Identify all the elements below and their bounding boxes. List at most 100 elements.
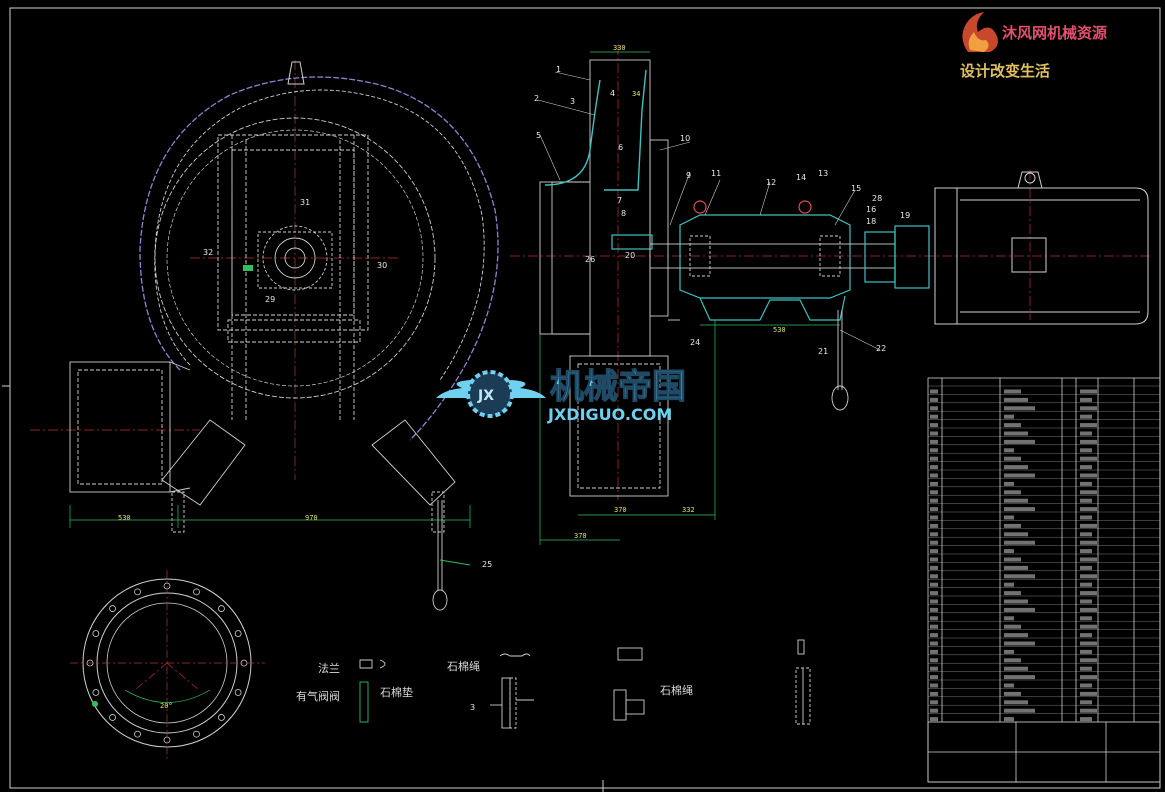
site-logo: 沐风网机械资源 设计改变生活 <box>960 12 1107 80</box>
note-asbestos-rope-2: 石棉绳 <box>660 683 693 697</box>
dim-label-side-4: 370 <box>614 506 627 514</box>
table-cell-text <box>1080 498 1092 503</box>
part-label-2: 2 <box>534 94 539 103</box>
shaft-hub <box>257 225 333 291</box>
hub-green-mark <box>243 265 253 271</box>
table-cell-text <box>1004 473 1035 478</box>
volute-casing-inner <box>154 89 485 381</box>
table-cell-text <box>1080 557 1097 562</box>
table-cell-text <box>1004 490 1021 495</box>
table-cell-text <box>1004 700 1028 705</box>
table-cell-text <box>930 523 938 528</box>
note-flange: 法兰 <box>318 661 340 675</box>
bolt-hole <box>109 714 116 721</box>
table-cell-text <box>930 649 938 654</box>
side-view-centerlines <box>510 45 1150 500</box>
front-view: 530 970 31 32 30 29 25 <box>30 60 499 611</box>
table-cell-text <box>1004 683 1014 688</box>
table-cell-text <box>1080 439 1097 444</box>
table-cell-text <box>930 414 938 419</box>
table-cell-text <box>1004 481 1014 486</box>
table-cell-text <box>1080 490 1097 495</box>
table-cell-text <box>1004 691 1021 696</box>
bolt-hole <box>134 730 141 738</box>
outlet-duct <box>69 361 191 493</box>
flange-marker-icon <box>92 701 98 707</box>
front-view-centerlines <box>30 60 400 480</box>
impeller-inlet-ring <box>154 117 436 399</box>
table-cell-text <box>930 582 938 587</box>
table-cell-text <box>1080 700 1092 705</box>
table-cell-text <box>1080 574 1097 579</box>
lifting-lug <box>287 61 305 85</box>
flame-logo-icon <box>962 12 998 52</box>
table-cell-text <box>1080 633 1092 638</box>
motor <box>934 171 1149 325</box>
table-cell-text <box>930 439 938 444</box>
bolt-hole <box>92 630 100 637</box>
impeller-inner-ring <box>166 129 424 387</box>
table-cell-text <box>930 406 938 411</box>
table-cell-text <box>1004 465 1028 470</box>
part-label-9: 9 <box>686 171 691 180</box>
impeller-blade-section <box>544 79 601 186</box>
table-cell-text <box>1004 397 1028 402</box>
table-cell-text <box>1004 591 1021 596</box>
table-cell-text <box>1080 532 1092 537</box>
table-cell-text <box>1004 549 1014 554</box>
part-label-12: 12 <box>766 178 776 187</box>
table-cell-text <box>1004 532 1028 537</box>
table-cell-text <box>1004 448 1014 453</box>
table-cell-text <box>1080 599 1092 604</box>
table-cell-text <box>930 498 938 503</box>
table-cell-text <box>1080 523 1097 528</box>
jxdiguo-watermark: JX 机械帝国 JXDIGUO.COM <box>436 366 687 424</box>
table-cell-text <box>930 708 938 713</box>
part-label-16: 16 <box>866 205 876 214</box>
table-cell-text <box>930 599 938 604</box>
table-cell-text <box>930 515 938 520</box>
table-cell-text <box>1004 633 1028 638</box>
base-chain <box>831 310 849 411</box>
table-cell-text <box>1080 423 1097 428</box>
part-label-15: 15 <box>851 184 861 193</box>
table-cell-text <box>1080 658 1097 663</box>
table-cell-text <box>930 574 938 579</box>
brand-url: JXDIGUO.COM <box>547 405 672 424</box>
coupling <box>864 225 930 289</box>
table-cell-text <box>1080 540 1097 545</box>
parts-list-cell-text <box>930 389 1097 722</box>
bolt-hole <box>134 588 141 596</box>
dim-label-side-2: 34 <box>632 90 640 98</box>
table-cell-text <box>930 540 938 545</box>
shaft <box>649 235 896 277</box>
table-cell-text <box>930 423 938 428</box>
part-label-29: 29 <box>265 295 275 304</box>
table-cell-text <box>1004 649 1014 654</box>
table-cell-text <box>930 549 938 554</box>
table-cell-text <box>1004 389 1021 394</box>
table-cell-text <box>1080 641 1097 646</box>
parts-list-table <box>927 377 1161 783</box>
table-cell-text <box>1004 641 1035 646</box>
table-cell-text <box>930 616 938 621</box>
note-ref: 3 <box>470 703 475 712</box>
dim-label-front-2: 970 <box>305 514 318 522</box>
table-cell-text <box>930 591 938 596</box>
table-cell-text <box>1080 448 1092 453</box>
side-view: 330 34 370 370 332 530 1 2 3 4 5 6 7 8 9… <box>510 44 1150 545</box>
table-cell-text <box>930 481 938 486</box>
logo-slogan: 设计改变生活 <box>960 62 1050 80</box>
table-cell-text <box>1080 717 1092 722</box>
part-label-7: 7 <box>617 196 622 205</box>
table-cell-text <box>930 448 938 453</box>
bolt-hole <box>218 605 225 612</box>
part-label-20: 20 <box>625 251 635 260</box>
table-cell-text <box>930 683 938 688</box>
table-cell-text <box>1004 423 1021 428</box>
table-cell-text <box>1080 624 1097 629</box>
table-cell-text <box>1004 540 1035 545</box>
table-cell-text <box>1080 549 1092 554</box>
bolt-hole <box>92 689 100 696</box>
